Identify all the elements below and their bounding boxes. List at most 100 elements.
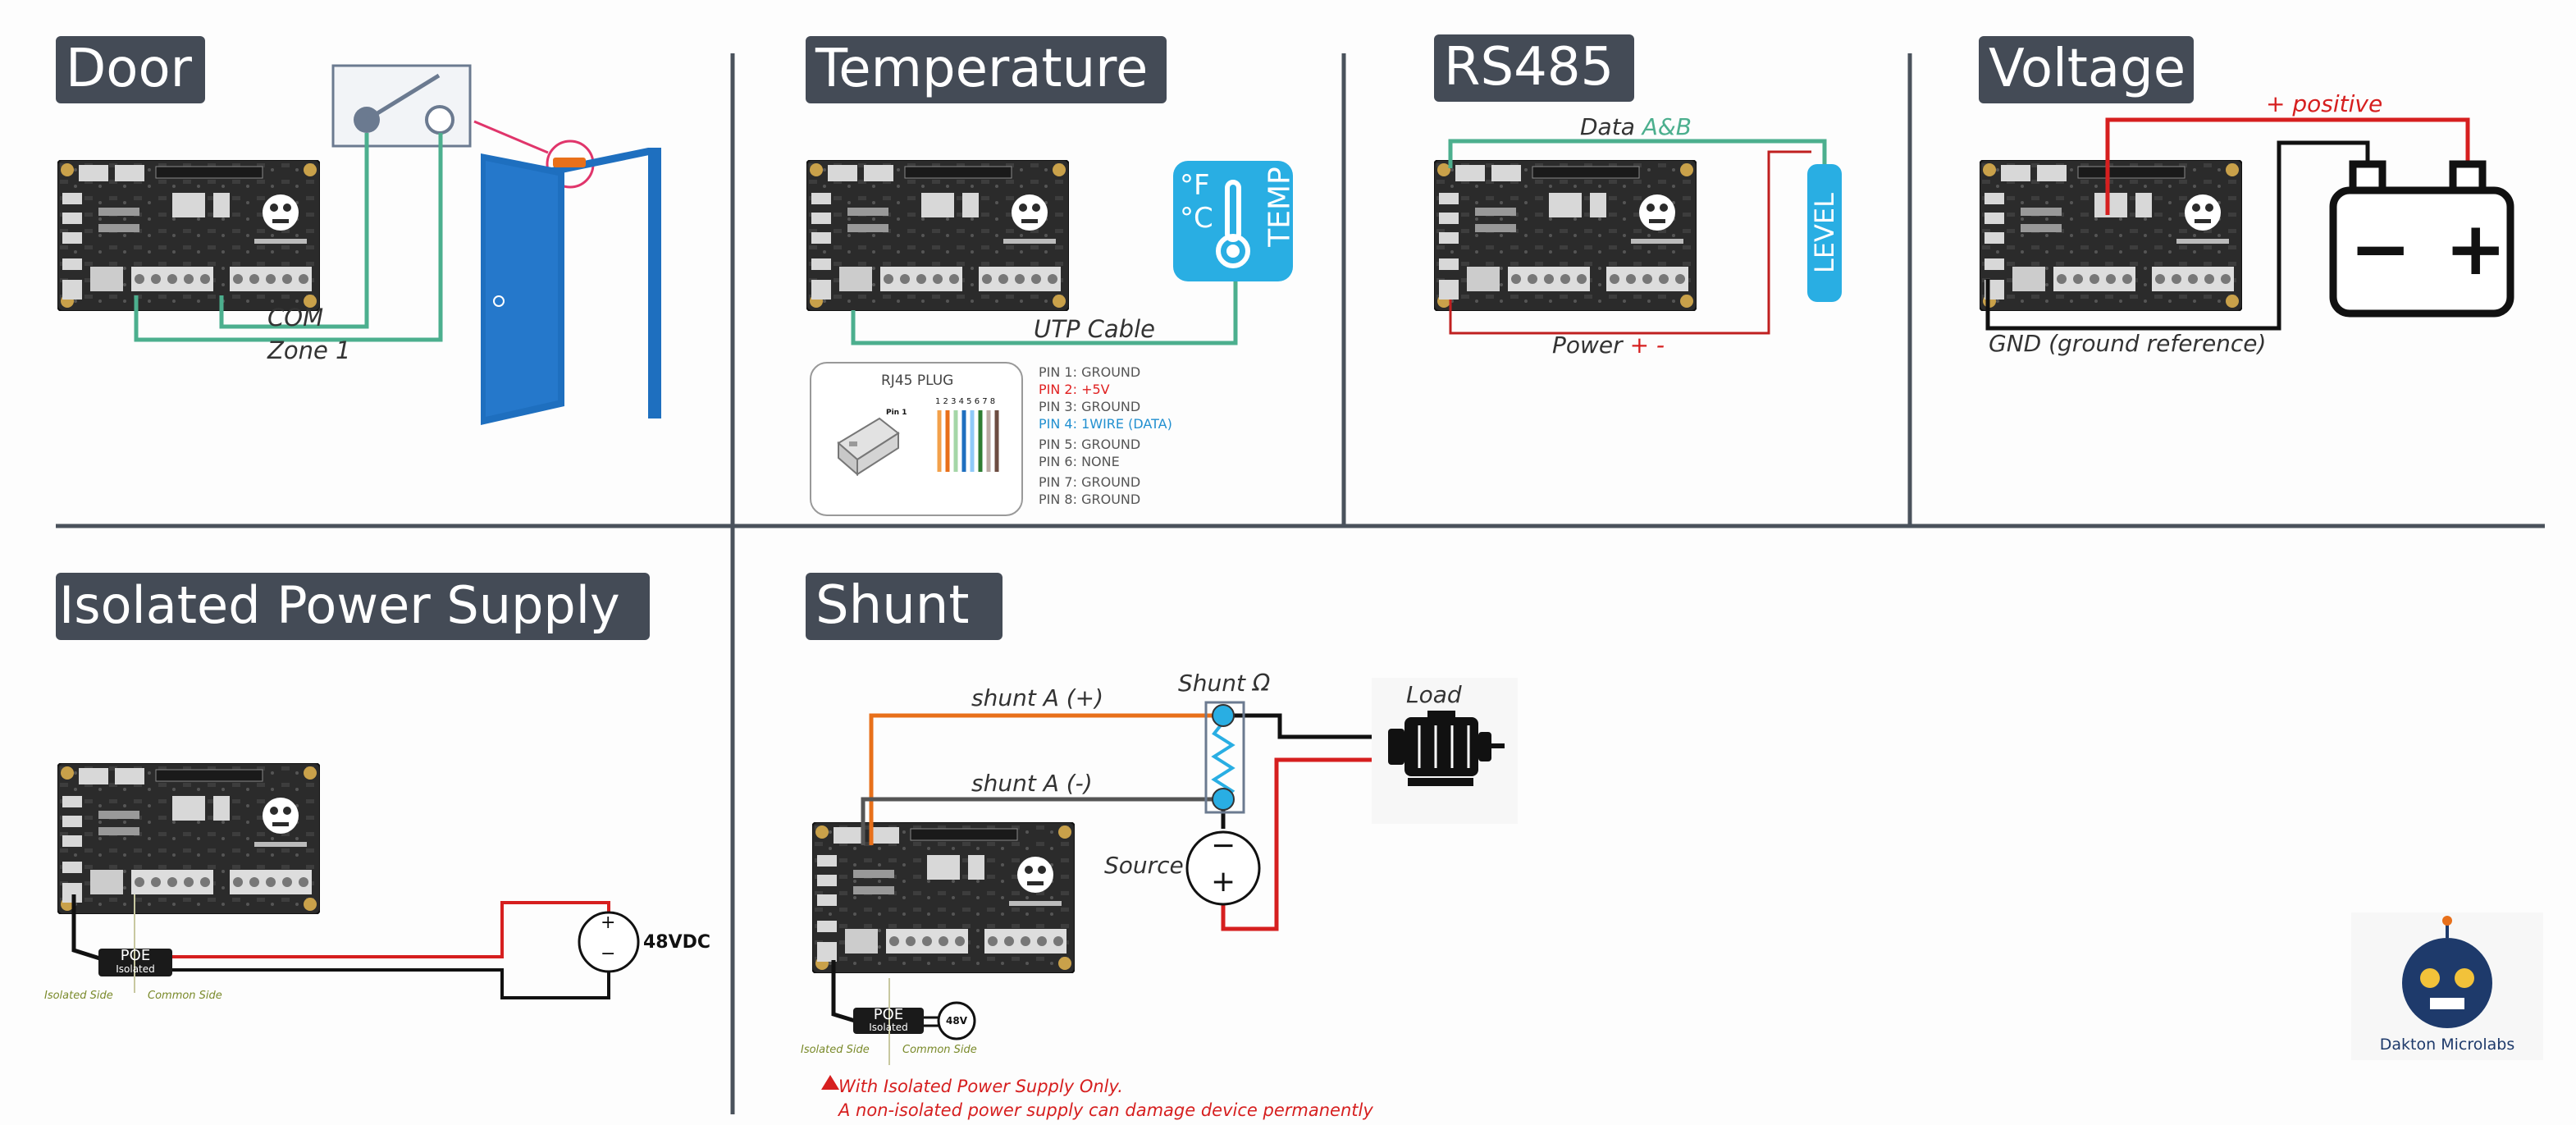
door-switch-box: [331, 64, 472, 148]
rs485-data-label: Data: [1580, 113, 1635, 140]
switch-lever: [365, 73, 441, 122]
battery-minus: −: [2350, 206, 2412, 292]
source-plus: +: [1211, 865, 1236, 899]
isolated-supply-plus: +: [601, 912, 616, 933]
shunt-negative-label: shunt A (-): [971, 770, 1093, 797]
resistor-zigzag: [1211, 720, 1235, 801]
door-knob: [493, 295, 505, 307]
shunt-to-load-wire: [1223, 713, 1401, 739]
rj45-title: RJ45 PLUG: [881, 373, 954, 389]
shunt-positive-label: shunt A (+): [971, 684, 1104, 711]
source-to-load-wire: [1221, 757, 1403, 931]
switch-terminal-right: [425, 105, 454, 135]
isolated-side-label: Isolated Side: [44, 990, 113, 1002]
isolated-poe-sub: Isolated: [116, 963, 155, 975]
door-controller-board: [57, 160, 320, 311]
rj45-plug-box: [810, 362, 1023, 516]
warning-icon: [821, 1075, 839, 1090]
rs485-data-ab-label: A&B: [1642, 113, 1692, 140]
rj45-plug-icon: [837, 417, 900, 477]
shunt-title: Shunt: [815, 575, 970, 636]
source-minus: −: [1211, 829, 1236, 862]
shunt-isolated-side-label: Isolated Side: [801, 1044, 870, 1056]
dc-supply-symbol: [578, 911, 640, 973]
isolated-controller-board: [57, 763, 320, 914]
rj45-pin-numbers: 1 2 3 4 5 6 7 8: [935, 397, 996, 406]
pin-5: PIN 5: GROUND: [1039, 437, 1141, 452]
rs485-data-wire: [1448, 139, 1827, 168]
shunt-board-to-poe-wire: [831, 960, 856, 1023]
rs485-power-label: Power: [1552, 332, 1623, 359]
pin-4: PIN 4: 1WIRE (DATA): [1039, 416, 1172, 432]
temp-sensor-body: [1173, 161, 1293, 281]
isolated-supply-minus: −: [601, 944, 616, 964]
isolated-title: Isolated Power Supply: [59, 575, 620, 635]
sensor-pointer-line: [473, 120, 549, 154]
door-frame-side: [648, 148, 661, 418]
door-panel-graphics: [57, 64, 661, 425]
voltage-ground-wire: [1985, 140, 2370, 331]
door-title-box: Door: [56, 36, 205, 103]
utp-cable-label: UTP Cable: [1034, 315, 1155, 343]
logo-text: Dakton Microlabs: [2379, 1036, 2515, 1054]
door-zone-wire: [134, 133, 443, 342]
voltage-positive-label: + positive: [2266, 90, 2383, 117]
utp-cable-wire: [851, 281, 1238, 345]
panel-dividers: [56, 53, 2545, 1114]
pin-1: PIN 1: GROUND: [1039, 364, 1141, 380]
voltage-title: Voltage: [1989, 39, 2186, 99]
isolated-title-box: Isolated Power Supply: [56, 573, 650, 640]
battery-plus: +: [2445, 206, 2507, 292]
dakton-logo: [2351, 912, 2543, 1060]
rj45-wire-colors: [937, 410, 999, 472]
door-com-wire: [219, 133, 369, 329]
pin-8: PIN 8: GROUND: [1039, 492, 1141, 507]
load-label: Load: [1406, 681, 1462, 708]
shunt-negative-wire: [861, 797, 1223, 845]
voltage-gnd-label: GND (ground reference): [1989, 330, 2267, 357]
level-sensor-label: LEVEL: [1809, 193, 1840, 273]
rs485-power-label-line: Power + -: [1552, 332, 1665, 359]
temp-sensor-label: TEMP: [1263, 167, 1297, 247]
shunt-title-box: Shunt: [806, 573, 1003, 640]
source-label: Source: [1104, 852, 1184, 879]
rs485-title-box: RS485: [1434, 34, 1634, 102]
rj45-pin1-label: Pin 1: [886, 409, 907, 417]
rs485-data-label-line: Data A&B: [1580, 113, 1692, 140]
door-com-label: COM: [267, 304, 324, 332]
motor-icon: [1372, 678, 1518, 824]
rs485-controller-board: [1434, 160, 1697, 311]
shunt-poe-sub: Isolated: [869, 1022, 908, 1033]
source-symbol: [1185, 830, 1261, 906]
temperature-panel-graphics: [806, 160, 1293, 516]
isolated-panel-graphics: [57, 763, 640, 999]
shunt-common-side-label: Common Side: [902, 1044, 977, 1056]
shunt-poe-label: POE: [873, 1006, 904, 1023]
common-side-label: Common Side: [148, 990, 222, 1002]
shunt-48v-label: 48V: [946, 1015, 967, 1027]
temperature-title-box: Temperature: [806, 36, 1167, 103]
pin-6: PIN 6: NONE: [1039, 454, 1120, 469]
isolated-supply-label: 48VDC: [643, 932, 711, 953]
rs485-power-signs: + -: [1629, 332, 1665, 359]
thermometer-icon: [1216, 234, 1250, 268]
door-sensor: [553, 158, 586, 167]
shunt-48v-supply: [937, 1001, 976, 1040]
temperature-controller-board: [806, 160, 1069, 311]
voltage-panel-graphics: [1980, 117, 2514, 331]
temp-unit-c: °C: [1180, 202, 1213, 235]
voltage-title-box: Voltage: [1979, 36, 2194, 103]
door-title: Door: [66, 39, 192, 99]
shunt-panel-graphics: [812, 678, 1518, 1090]
pin-2: PIN 2: +5V: [1039, 382, 1110, 397]
door-zone-label: Zone 1: [267, 336, 351, 364]
battery-icon: [2329, 186, 2514, 318]
rs485-panel-graphics: [1434, 139, 1842, 335]
temperature-title: Temperature: [815, 39, 1149, 99]
shunt-warning-line2: A non-isolated power supply can damage d…: [838, 1100, 1373, 1120]
pin-3: PIN 3: GROUND: [1039, 399, 1141, 414]
rs485-power-wire: [1449, 150, 1811, 335]
rs485-title: RS485: [1444, 37, 1615, 98]
